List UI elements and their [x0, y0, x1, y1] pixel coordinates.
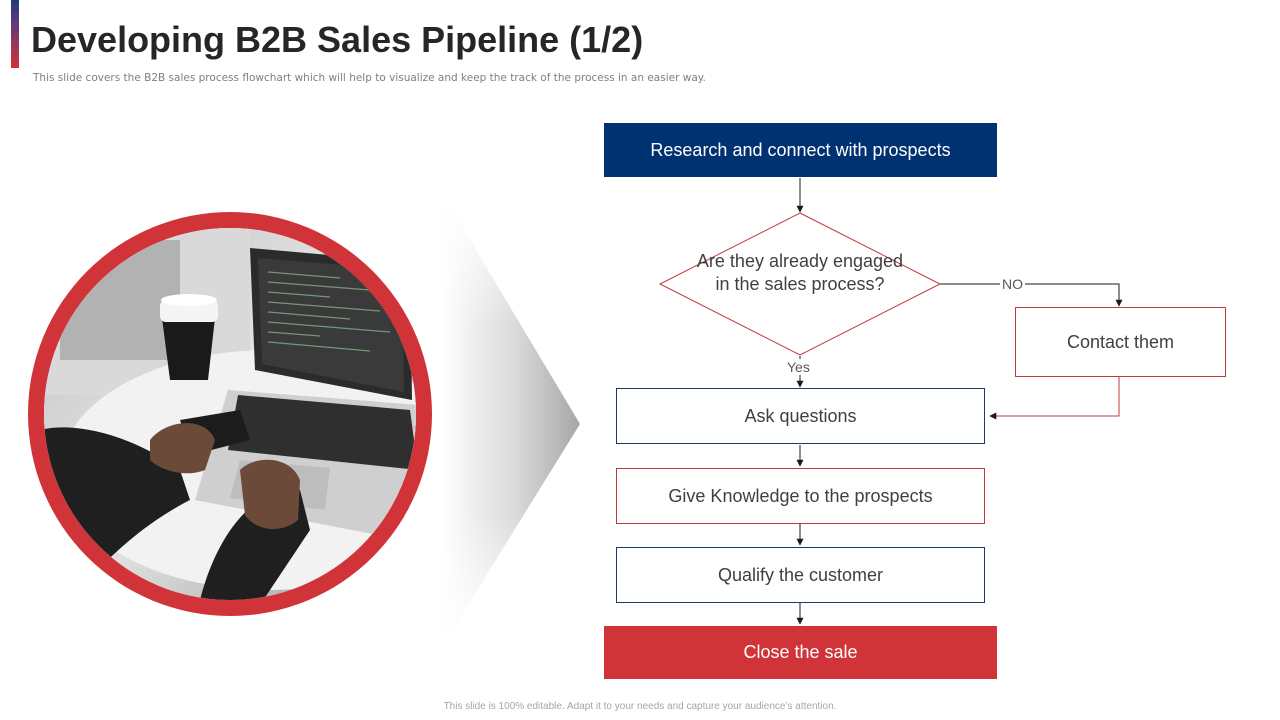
page-subtitle: This slide covers the B2B sales process …	[33, 72, 706, 84]
step-box-ask-questions: Ask questions	[616, 388, 985, 444]
contact-box: Contact them	[1015, 307, 1226, 377]
yes-branch-label: Yes	[785, 359, 812, 375]
no-branch-label: NO	[1000, 276, 1025, 292]
step-label: Qualify the customer	[718, 565, 883, 586]
laptop-photo	[0, 180, 600, 660]
start-box: Research and connect with prospects	[604, 123, 997, 177]
decision-text: Are they already engaged in the sales pr…	[690, 250, 910, 295]
end-box-label: Close the sale	[743, 642, 857, 663]
title-accent-bar	[11, 0, 19, 68]
step-box-give-knowledge: Give Knowledge to the prospects	[616, 468, 985, 524]
arrow-contact-to-ask	[990, 377, 1119, 416]
step-label: Ask questions	[744, 406, 856, 427]
contact-box-label: Contact them	[1067, 332, 1174, 353]
footer-note: This slide is 100% editable. Adapt it to…	[0, 701, 1280, 712]
arrow-no-to-contact	[940, 284, 1119, 306]
page-title: Developing B2B Sales Pipeline (1/2)	[31, 18, 643, 62]
step-box-qualify: Qualify the customer	[616, 547, 985, 603]
end-box: Close the sale	[604, 626, 997, 679]
start-box-label: Research and connect with prospects	[650, 140, 950, 161]
step-label: Give Knowledge to the prospects	[668, 486, 932, 507]
